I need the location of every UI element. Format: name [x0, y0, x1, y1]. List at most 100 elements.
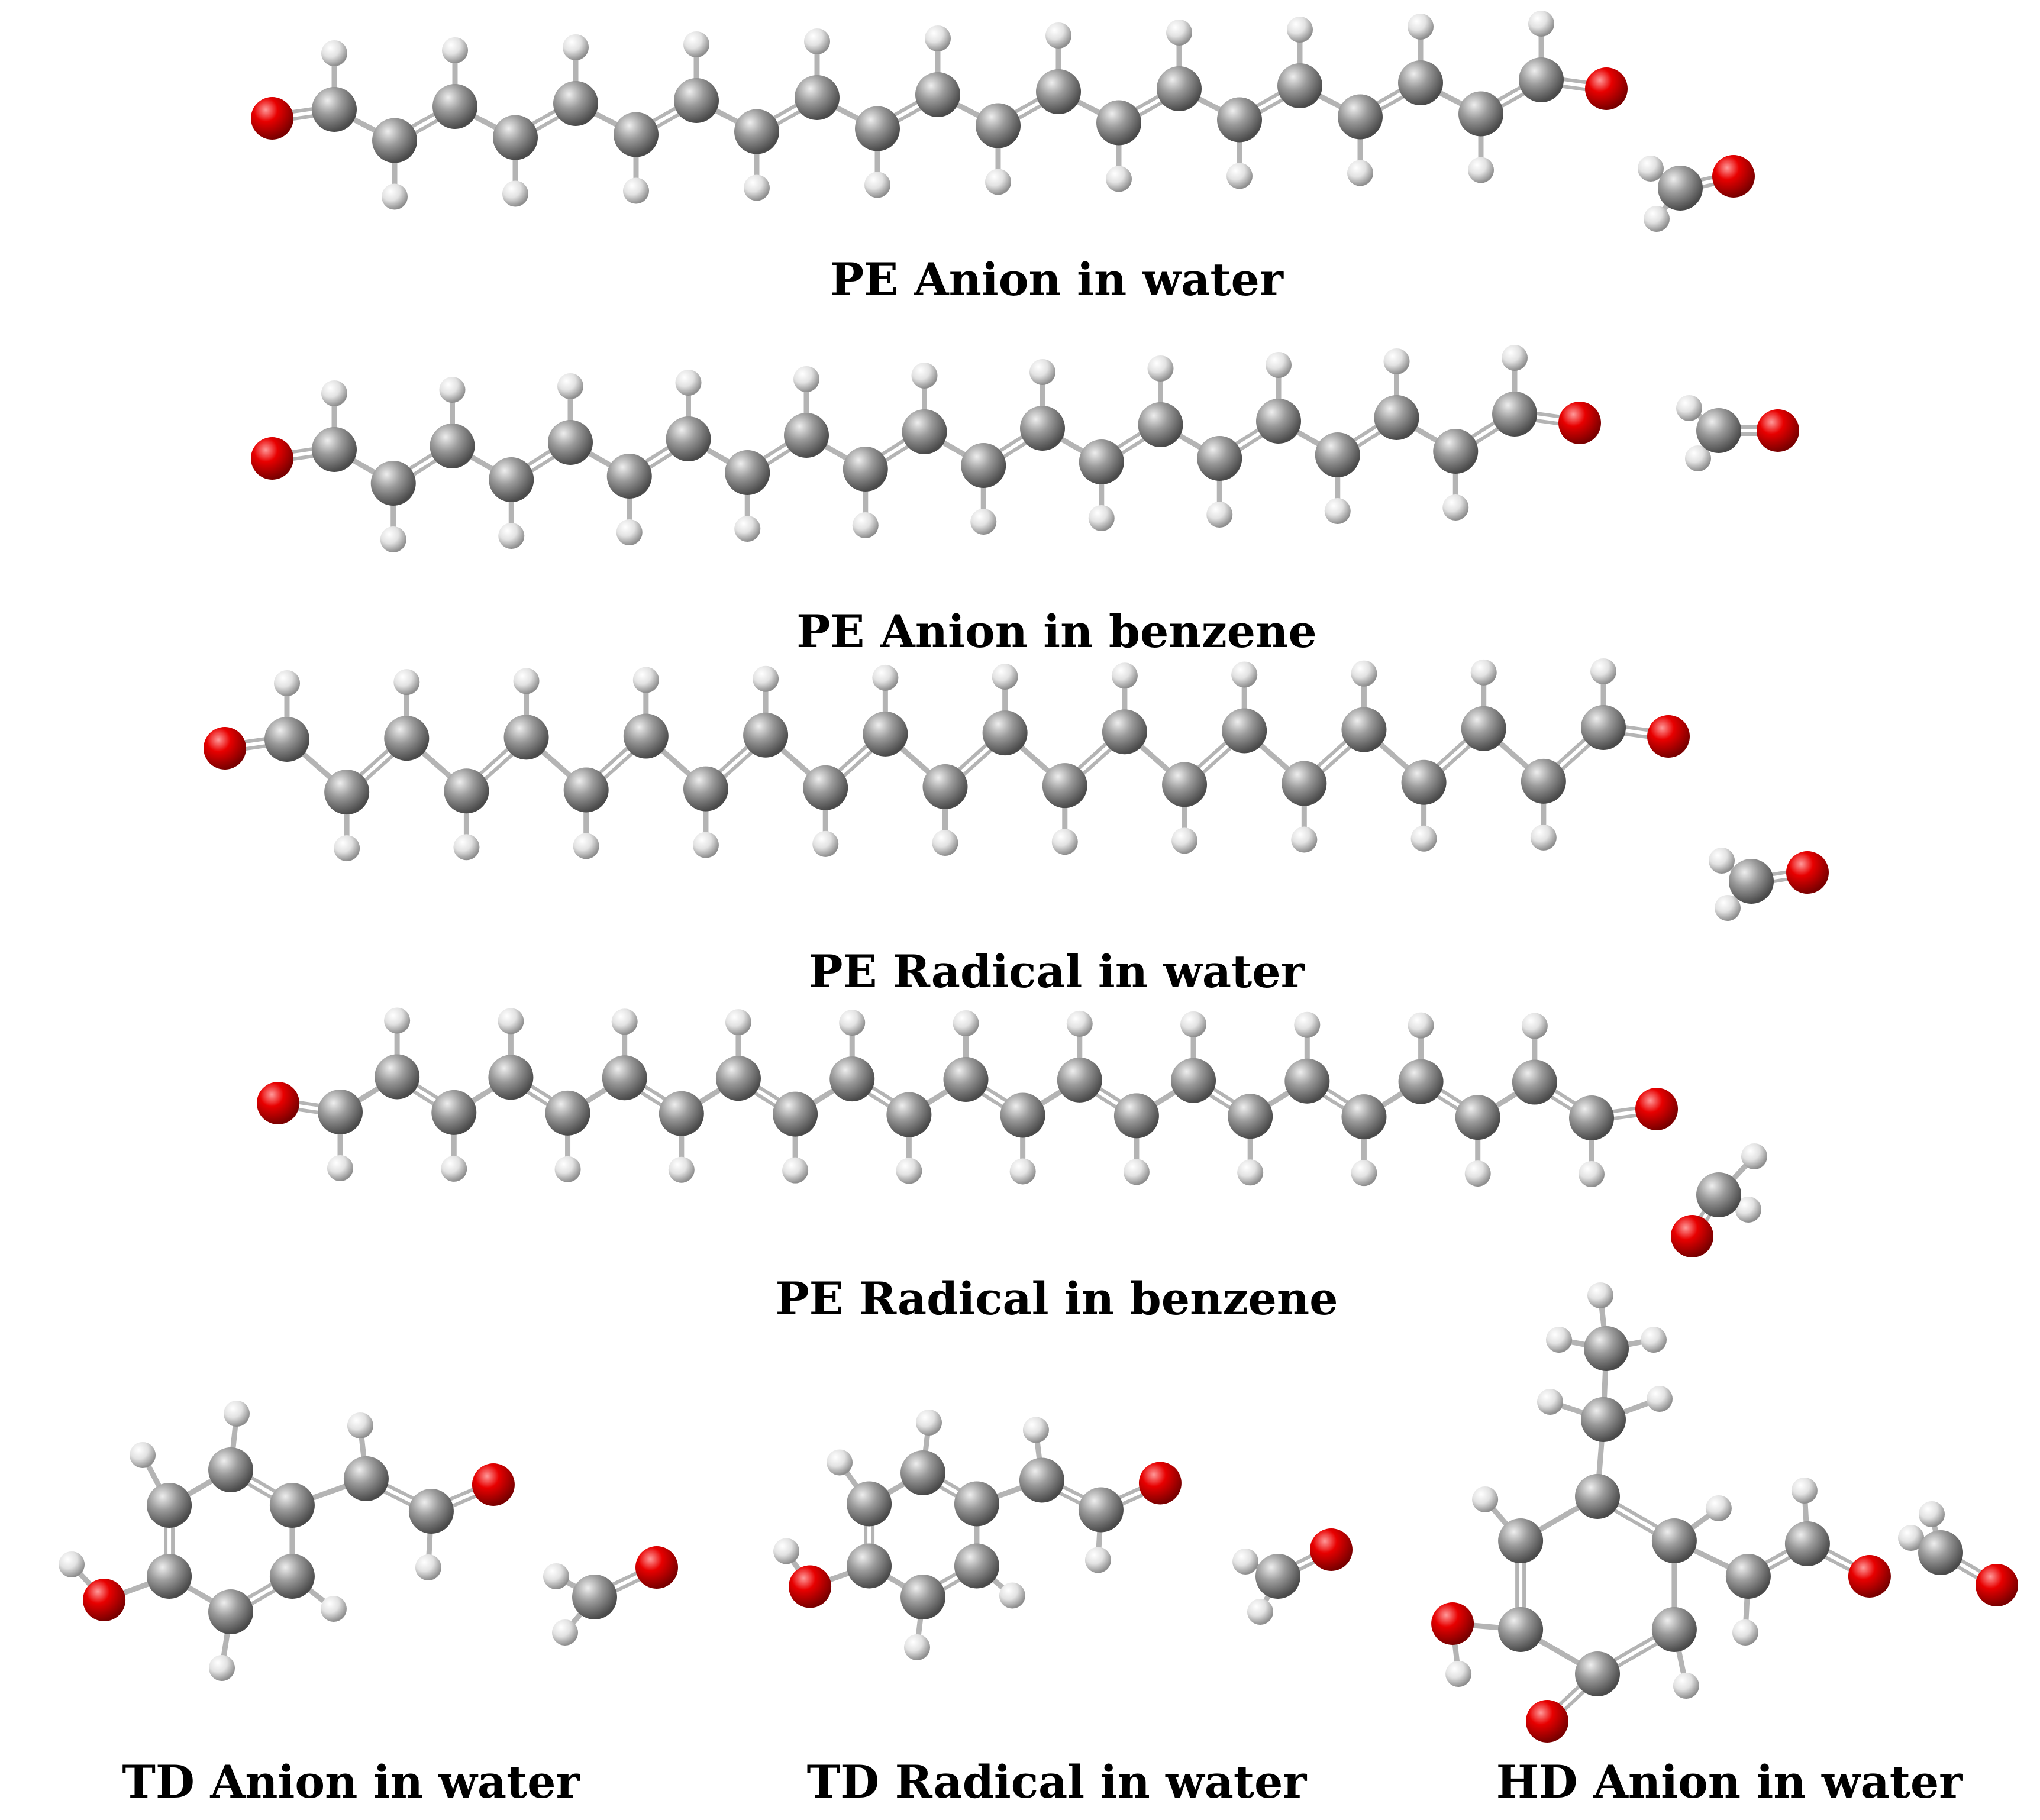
pe-radical-benzene-carbon-atom	[488, 1055, 534, 1100]
pe-anion-water-hydrogen-atom	[1166, 20, 1192, 46]
pe-anion-water-hydrogen-atom	[623, 177, 649, 204]
pe-radical-benzene-carbon-atom	[1398, 1059, 1444, 1104]
pe-anion-benzene-hydrogen-atom	[321, 380, 347, 406]
pe-anion-benzene-hydrogen-atom	[1676, 395, 1702, 421]
pe-anion-benzene-hydrogen-atom	[1502, 345, 1528, 371]
pe-radical-water-carbon-atom	[1521, 758, 1566, 804]
pe-radical-benzene-hydrogen-atom	[1009, 1158, 1036, 1185]
td-radical-water-carbon-atom	[900, 1450, 945, 1495]
pe-radical-water-carbon-atom	[982, 710, 1028, 756]
pe-anion-water-carbon-atom	[553, 81, 598, 126]
caption-td-anion-water: TD Anion in water	[122, 1756, 580, 1808]
td-anion-water-oxygen-atom	[635, 1546, 678, 1589]
hd-anion-water-carbon-atom	[1581, 1397, 1626, 1442]
hd-anion-water-hydrogen-atom	[1641, 1327, 1667, 1353]
pe-anion-benzene-hydrogen-atom	[793, 366, 819, 392]
td-anion-water-carbon-atom	[147, 1483, 192, 1528]
pe-anion-benzene-carbon-atom	[489, 457, 534, 502]
td-radical-water-hydrogen-atom	[1022, 1417, 1049, 1443]
td-anion-water-hydrogen-atom	[59, 1551, 85, 1577]
pe-anion-water-hydrogen-atom	[382, 183, 408, 210]
pe-anion-benzene-hydrogen-atom	[1029, 359, 1055, 385]
td-anion-water-carbon-atom	[269, 1483, 315, 1528]
atom-layer	[59, 11, 2018, 1743]
pe-radical-water-carbon-atom	[1461, 706, 1506, 751]
pe-radical-benzene-hydrogen-atom	[782, 1157, 809, 1184]
td-anion-water-hydrogen-atom	[415, 1554, 441, 1580]
pe-radical-benzene-carbon-atom	[715, 1056, 761, 1101]
pe-anion-benzene-carbon-atom	[1138, 402, 1183, 447]
pe-anion-water-hydrogen-atom	[563, 34, 589, 60]
pe-radical-benzene-carbon-atom	[829, 1056, 875, 1102]
pe-radical-water-hydrogen-atom	[992, 664, 1018, 690]
pe-radical-benzene-hydrogen-atom	[896, 1158, 922, 1184]
pe-radical-benzene-hydrogen-atom	[1408, 1012, 1434, 1039]
pe-anion-water-carbon-atom	[312, 87, 357, 132]
pe-anion-benzene-carbon-atom	[902, 409, 947, 454]
pe-radical-water-hydrogen-atom	[274, 670, 300, 696]
pe-radical-benzene-carbon-atom	[1455, 1095, 1500, 1140]
pe-radical-water-carbon-atom	[1341, 707, 1387, 752]
pe-radical-water-carbon-atom	[324, 770, 370, 815]
pe-anion-water-carbon-atom	[1338, 94, 1383, 140]
pe-anion-benzene-hydrogen-atom	[1685, 445, 1711, 471]
pe-radical-water-carbon-atom	[1581, 705, 1626, 750]
caption-pe-radical-benzene: PE Radical in benzene	[775, 1272, 1338, 1325]
pe-anion-water-carbon-atom	[1036, 69, 1081, 114]
pe-radical-benzene-hydrogen-atom	[611, 1008, 638, 1035]
pe-anion-benzene-carbon-atom	[1315, 432, 1360, 477]
pe-radical-water-carbon-atom	[1042, 763, 1087, 809]
pe-radical-water-hydrogen-atom	[573, 833, 599, 859]
hd-anion-water-hydrogen-atom	[1791, 1478, 1818, 1504]
pe-radical-water-hydrogen-atom	[932, 830, 958, 856]
td-anion-water-hydrogen-atom	[320, 1596, 347, 1622]
pe-radical-benzene-hydrogen-atom	[441, 1155, 467, 1182]
pe-radical-benzene-hydrogen-atom	[1741, 1143, 1767, 1169]
td-radical-water-carbon-atom	[1078, 1487, 1124, 1533]
pe-radical-benzene-carbon-atom	[659, 1091, 704, 1136]
pe-anion-water-carbon-atom	[1458, 91, 1503, 137]
hd-anion-water-carbon-atom	[1575, 1651, 1620, 1696]
pe-anion-water-hydrogen-atom	[985, 169, 1011, 195]
td-radical-water-hydrogen-atom	[1084, 1547, 1111, 1573]
hd-anion-water-hydrogen-atom	[1732, 1619, 1758, 1646]
hd-anion-water-hydrogen-atom	[1445, 1661, 1472, 1687]
pe-radical-benzene-hydrogen-atom	[1351, 1160, 1377, 1187]
pe-radical-water-carbon-atom	[743, 712, 789, 758]
pe-radical-water-carbon-atom	[863, 711, 908, 757]
hd-anion-water-hydrogen-atom	[1705, 1495, 1732, 1521]
pe-anion-water-carbon-atom	[432, 84, 477, 129]
pe-anion-benzene-carbon-atom	[666, 416, 711, 461]
pe-radical-water-carbon-atom	[444, 768, 489, 814]
pe-anion-water-hydrogen-atom	[925, 25, 951, 51]
td-anion-water-carbon-atom	[408, 1489, 454, 1534]
pe-anion-water-hydrogen-atom	[442, 37, 468, 63]
td-radical-water-hydrogen-atom	[827, 1449, 853, 1476]
pe-radical-water-hydrogen-atom	[1231, 661, 1258, 688]
pe-radical-water-carbon-atom	[803, 765, 848, 810]
pe-radical-water-carbon-atom	[503, 715, 549, 760]
pe-anion-benzene-carbon-atom	[370, 461, 416, 506]
td-anion-water-carbon-atom	[147, 1554, 192, 1599]
pe-anion-water-hydrogen-atom	[502, 180, 528, 207]
pe-radical-water-carbon-atom	[1102, 709, 1147, 755]
pe-radical-water-hydrogen-atom	[1410, 825, 1437, 852]
hd-anion-water-hydrogen-atom	[1587, 1282, 1613, 1308]
pe-anion-benzene-hydrogen-atom	[1088, 505, 1115, 531]
pe-anion-benzene-hydrogen-atom	[557, 373, 583, 399]
pe-anion-benzene-carbon-atom	[843, 447, 888, 492]
pe-radical-water-carbon-atom	[1401, 759, 1447, 805]
pe-anion-water-hydrogen-atom	[744, 174, 770, 201]
pe-radical-benzene-carbon-atom	[1341, 1094, 1387, 1140]
pe-radical-water-hydrogen-atom	[1291, 826, 1318, 853]
caption-pe-anion-benzene: PE Anion in benzene	[796, 605, 1317, 658]
pe-anion-benzene-hydrogen-atom	[675, 370, 702, 396]
pe-radical-benzene-carbon-atom	[773, 1091, 818, 1137]
pe-radical-water-carbon-atom	[563, 767, 609, 813]
pe-anion-water-hydrogen-atom	[1045, 22, 1071, 49]
td-radical-water-carbon-atom	[1019, 1457, 1064, 1503]
pe-radical-benzene-carbon-atom	[1228, 1094, 1273, 1139]
td-anion-water-carbon-atom	[343, 1456, 389, 1501]
pe-radical-benzene-carbon-atom	[1057, 1057, 1102, 1103]
pe-radical-water-hydrogen-atom	[1470, 659, 1497, 686]
